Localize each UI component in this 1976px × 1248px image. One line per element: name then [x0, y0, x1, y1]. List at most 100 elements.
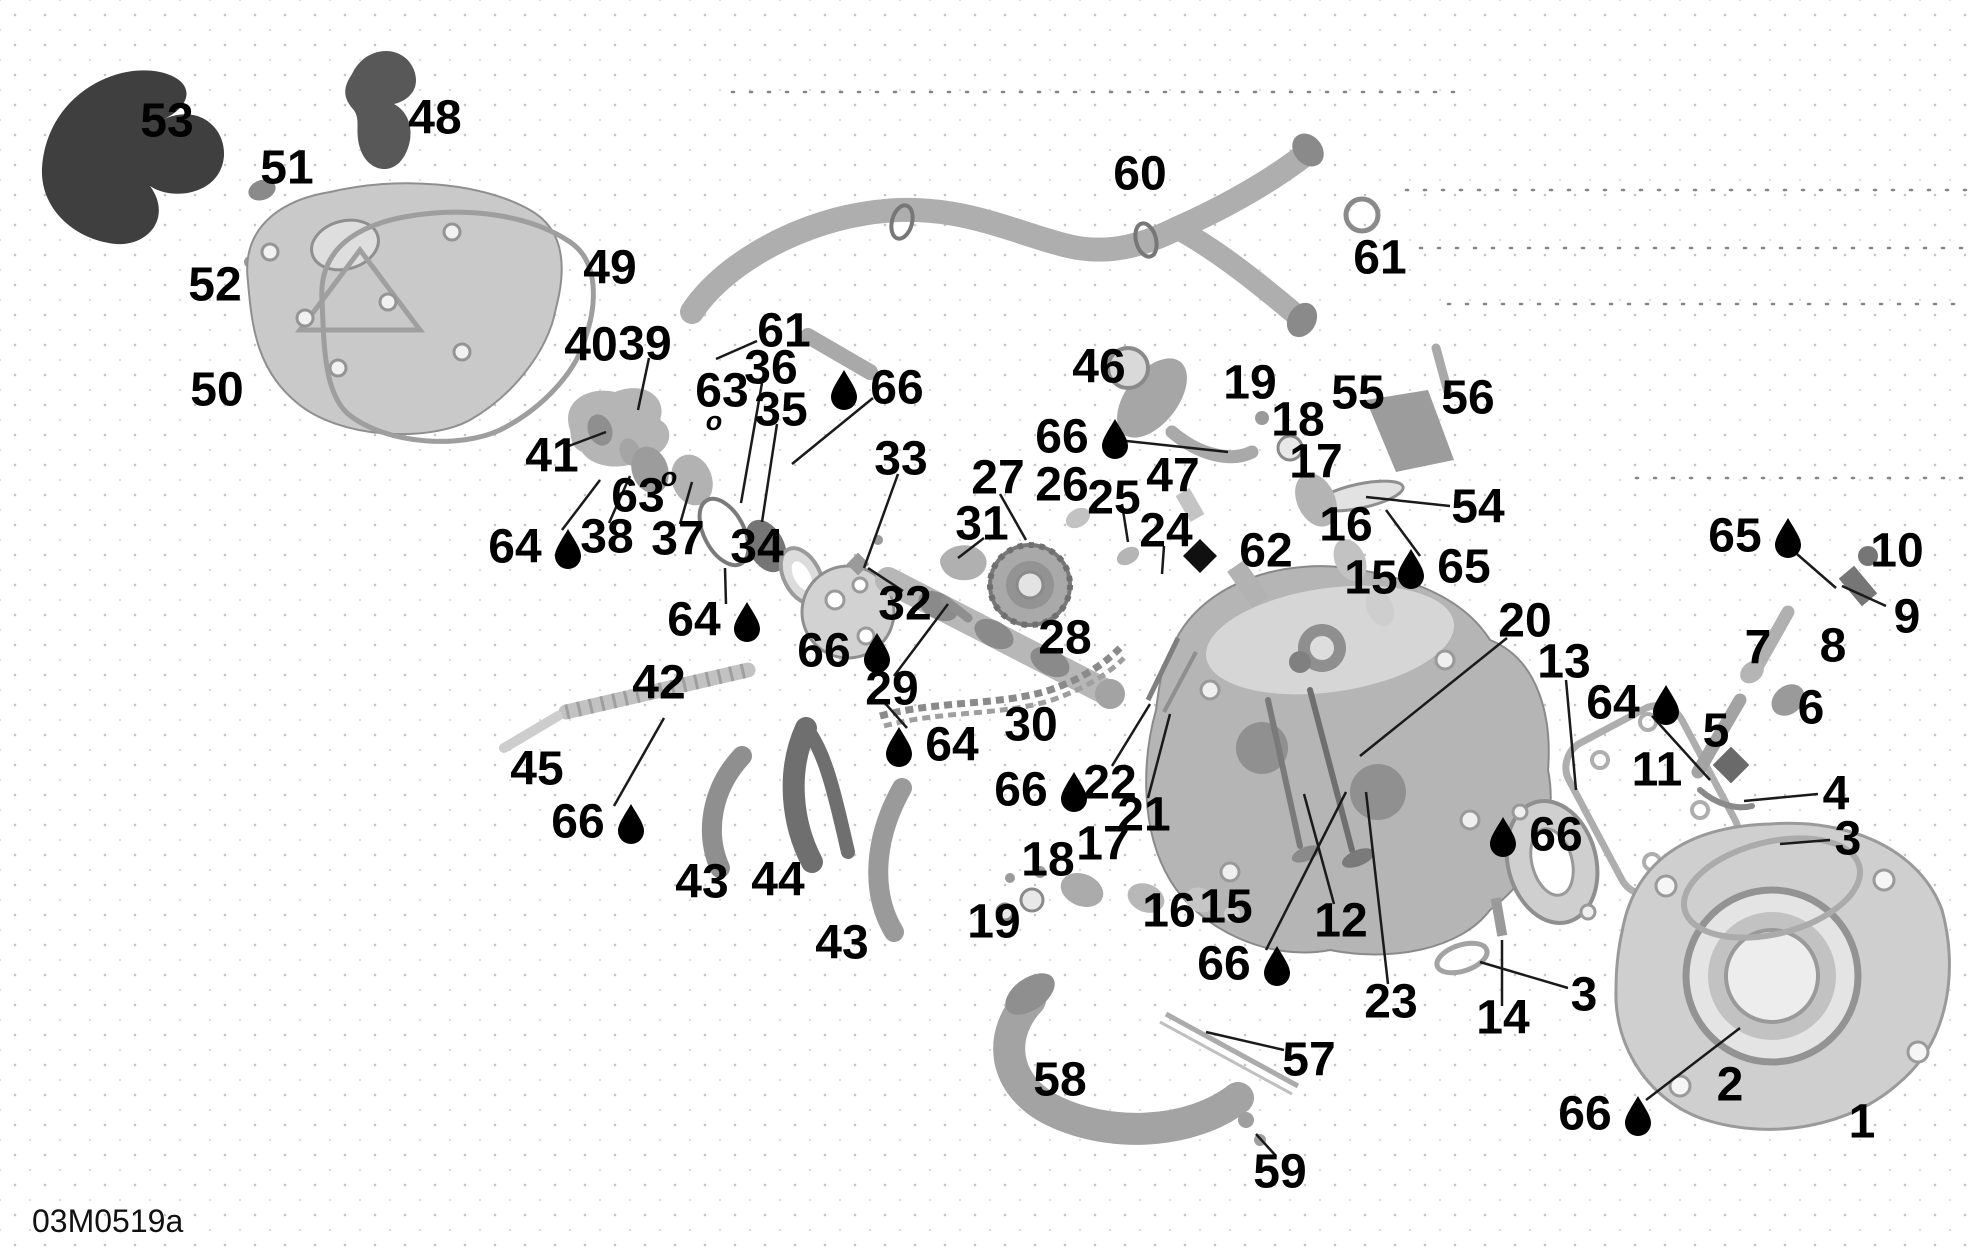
cover-bolt-hole	[442, 222, 462, 242]
valve-guide	[1289, 651, 1311, 673]
head-bolt-hole	[1434, 649, 1456, 671]
leader-line	[1479, 960, 1569, 990]
flange-hole	[1511, 803, 1529, 821]
leader-line	[1564, 679, 1578, 791]
part-25	[1116, 546, 1140, 566]
head-bolt-hole	[1219, 861, 1241, 883]
funnel-55	[1366, 390, 1454, 472]
exhaust-elbow-58	[993, 984, 1254, 1145]
part-number-label: 66	[1558, 1088, 1611, 1141]
oil-drop-icon	[1398, 549, 1424, 589]
seat-15a	[1365, 589, 1395, 627]
part-number-label: 62	[1239, 525, 1292, 578]
part-number-label: 19	[967, 896, 1020, 949]
part-number-label: 31	[955, 498, 1008, 551]
retainer-18a	[1276, 434, 1304, 462]
part-number-label: 7	[1745, 622, 1772, 675]
part-number-label: 15	[1199, 881, 1252, 934]
part-number-label: 49	[583, 242, 636, 295]
gasket-strip-57	[1159, 1020, 1293, 1096]
pin-45	[499, 711, 563, 753]
part-number-label: 22	[1083, 757, 1136, 810]
leader-line	[957, 537, 985, 559]
valve-12-head	[1291, 845, 1321, 863]
part-number-label: 61	[757, 305, 810, 358]
part-number-label: 57	[1282, 1034, 1335, 1087]
impeller-37	[671, 454, 713, 506]
part-number-label: 3	[1571, 969, 1598, 1022]
plug-cap-24	[1183, 539, 1217, 573]
part-number-label: 38	[580, 511, 633, 564]
cover-bolt-hole	[328, 358, 348, 378]
valve-12	[1265, 697, 1303, 849]
figure-code: 03M0519a	[32, 1203, 183, 1239]
part-number-label: 27	[971, 452, 1024, 505]
cylinder-bore-inner	[1724, 928, 1820, 1024]
ring-34-bore	[791, 561, 813, 591]
leader-line	[791, 397, 874, 465]
part-number-label: 43	[815, 917, 868, 970]
oil-drop-icon	[618, 804, 644, 844]
grommet-51	[248, 179, 276, 201]
part-number-label: 9	[1894, 591, 1921, 644]
washer	[1224, 906, 1240, 922]
coolant-hose-60	[680, 142, 1318, 324]
timing-chain-30	[879, 645, 1123, 720]
o-ring-mark: o	[706, 406, 723, 436]
leader-line	[1364, 791, 1390, 985]
part-number-label: 36	[744, 342, 797, 395]
part-number-label: 19	[1223, 357, 1276, 410]
part-number-label: 66	[797, 625, 850, 678]
part-number-label: 3	[1835, 813, 1862, 866]
washer-7	[1740, 660, 1764, 684]
gasket-hole	[1690, 800, 1710, 820]
part-number-label: 15	[1344, 552, 1397, 605]
oil-drop-icon	[734, 602, 760, 642]
part-number-label: 10	[1870, 525, 1923, 578]
leader-line	[998, 493, 1028, 541]
chain-guide-22	[1145, 636, 1181, 702]
part-number-label: 63	[611, 470, 664, 523]
rocker-arm-43-left	[701, 746, 752, 878]
spring-16a	[1333, 539, 1367, 581]
part-shapes-layer	[41, 50, 1951, 1146]
part-number-label: 1	[1849, 1096, 1876, 1149]
leader-line	[723, 567, 728, 605]
part-number-label: 43	[675, 856, 728, 909]
leader-line	[607, 475, 632, 524]
part-number-label: 17	[1289, 436, 1342, 489]
nut-5	[1712, 746, 1750, 784]
valve-cover-ridge	[295, 245, 425, 333]
dowel-14	[1490, 897, 1508, 937]
part-number-label: 21	[1117, 789, 1170, 842]
bolt-10	[1838, 565, 1878, 607]
cover-bolt-hole	[452, 342, 472, 362]
rocker-arm-43-right	[868, 778, 912, 942]
part-number-label: 40	[564, 319, 617, 372]
hose-clamp	[1133, 221, 1159, 259]
stud-hole	[1872, 868, 1896, 892]
leader-line	[1841, 584, 1887, 608]
leader-line	[1651, 715, 1711, 781]
cam-sprocket-bore	[1015, 570, 1045, 600]
part-number-label: 45	[510, 743, 563, 796]
cover-bolt-hole	[260, 242, 280, 262]
leader-line	[1384, 509, 1422, 557]
head-bolt-hole	[1459, 809, 1481, 831]
pump-cover-hole	[851, 576, 869, 594]
part-number-label: 47	[1146, 450, 1199, 503]
ignition-coil-48	[345, 50, 416, 170]
part-number-label: 13	[1537, 636, 1590, 689]
part-number-label: 4	[1823, 768, 1850, 821]
part-number-label: 64	[488, 521, 542, 574]
part-number-label: 66	[1529, 809, 1582, 862]
leader-line	[867, 566, 904, 593]
leader-lines-layer	[561, 339, 1887, 1157]
seal-36	[697, 496, 751, 568]
part-number-label: 61	[1353, 232, 1406, 285]
spring-16b	[1127, 883, 1165, 913]
part-number-label: 23	[1364, 976, 1417, 1029]
leader-line	[636, 357, 651, 411]
breather-46	[1117, 358, 1187, 438]
